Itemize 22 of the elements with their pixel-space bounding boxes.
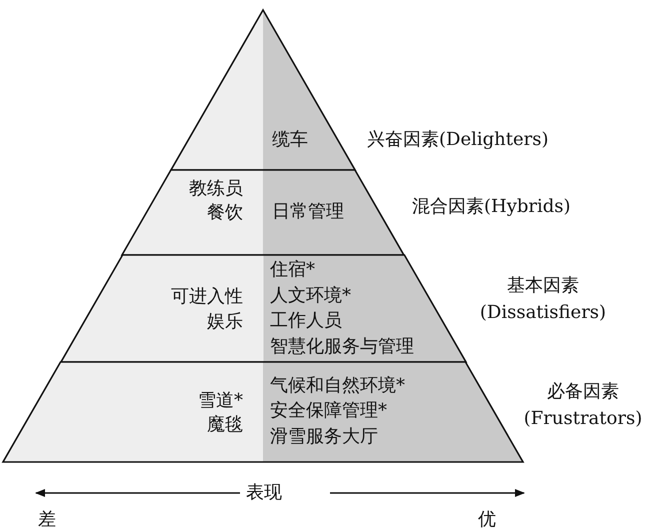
factor-text: 可进入性 [171, 286, 243, 308]
factor-text: 缆车 [272, 129, 308, 151]
axis-label: 差 [38, 509, 56, 531]
factor-text: 人文环境* [270, 285, 351, 307]
axis-label: 表现 [246, 482, 282, 504]
factor-text: 滑雪服务大厅 [270, 426, 378, 448]
level-label: 基本因素(Dissatisfiers) [478, 274, 608, 325]
factor-text: 住宿* [270, 259, 315, 281]
level-label: 必备因素(Frustrators) [522, 380, 644, 431]
axis-label: 优 [478, 509, 496, 531]
factor-text: 雪道* [198, 390, 243, 412]
factor-text: 智慧化服务与管理 [270, 336, 414, 358]
factor-text: 教练员 [188, 178, 243, 200]
factor-text: 日常管理 [272, 201, 344, 223]
factor-text: 魔毯 [207, 414, 243, 436]
level-label: 兴奋因素(Delighters) [366, 128, 550, 152]
level-label: 混合因素(Hybrids) [412, 195, 572, 219]
factor-text: 安全保障管理* [270, 400, 387, 422]
factor-text: 娱乐 [207, 311, 243, 333]
factor-text: 工作人员 [270, 310, 342, 332]
factor-text: 气候和自然环境* [270, 375, 405, 397]
factor-text: 餐饮 [206, 202, 243, 224]
